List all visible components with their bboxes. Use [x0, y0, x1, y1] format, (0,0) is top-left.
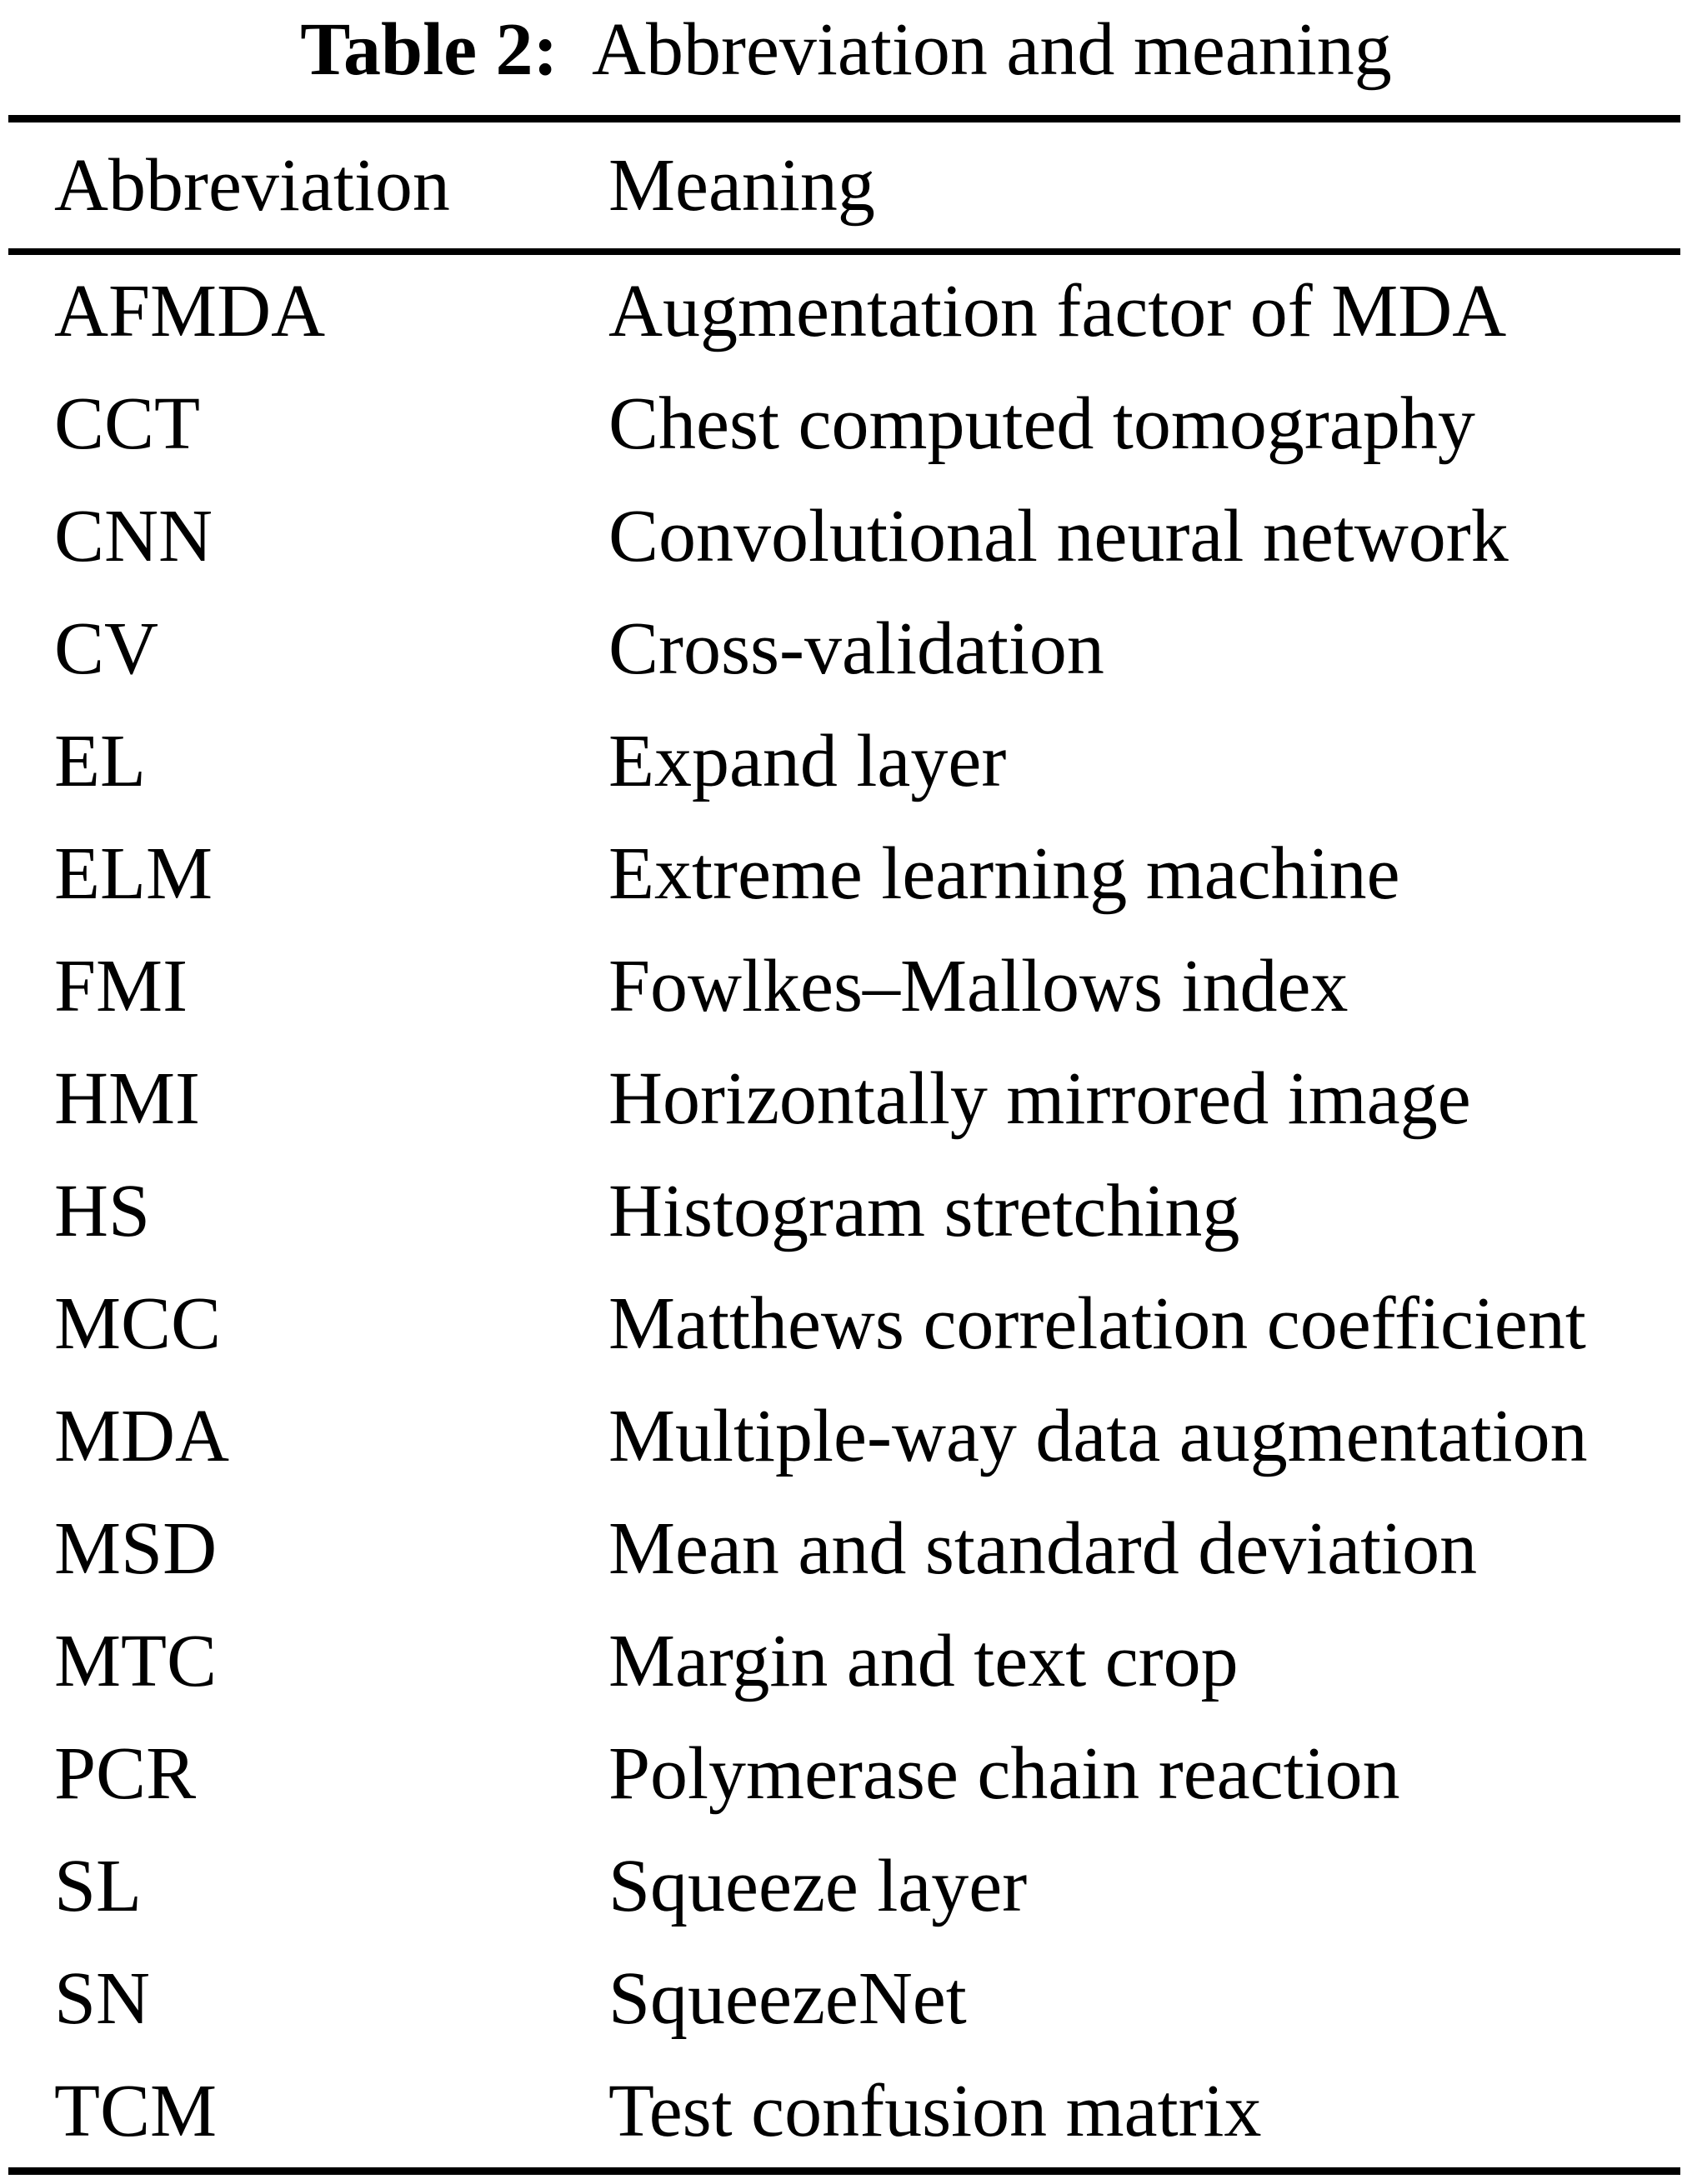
abbreviation-cell: MTC: [54, 1620, 218, 1702]
meaning-cell: Expand layer: [608, 720, 1007, 802]
table-row: ELM Extreme learning machine: [0, 817, 1692, 930]
meaning-cell: Cross-validation: [608, 607, 1104, 690]
meaning-cell: Multiple-way data augmentation: [608, 1395, 1588, 1477]
table-caption: Table 2: Abbreviation and meaning: [0, 0, 1692, 115]
table-row: CV Cross-validation: [0, 592, 1692, 705]
table-row: CCT Chest computed tomography: [0, 367, 1692, 480]
table-row: CNN Convolutional neural network: [0, 480, 1692, 592]
abbreviation-cell: MDA: [54, 1395, 230, 1477]
abbreviation-cell: TCM: [54, 2070, 218, 2152]
table-row: HS Histogram stretching: [0, 1155, 1692, 1267]
meaning-cell: Matthews correlation coefficient: [608, 1282, 1586, 1365]
table-row: AFMDA Augmentation factor of MDA: [0, 255, 1692, 367]
column-header-meaning: Meaning: [608, 144, 875, 227]
table-row: PCR Polymerase chain reaction: [0, 1717, 1692, 1830]
table-row: TCM Test confusion matrix: [0, 2055, 1692, 2167]
table-bottom-rule: [8, 2167, 1680, 2175]
table-top-rule: [8, 115, 1680, 122]
abbreviation-cell: ELM: [54, 832, 213, 915]
table-body: AFMDA Augmentation factor of MDA CCT Che…: [0, 255, 1692, 2167]
table-row: MSD Mean and standard deviation: [0, 1492, 1692, 1605]
table-header-row: Abbreviation Meaning: [0, 122, 1692, 248]
table-caption-text: Abbreviation and meaning: [592, 8, 1392, 91]
table-row: FMI Fowlkes–Mallows index: [0, 930, 1692, 1042]
table-row: EL Expand layer: [0, 705, 1692, 817]
abbreviation-cell: PCR: [54, 1732, 197, 1815]
meaning-cell: Extreme learning machine: [608, 832, 1400, 915]
abbreviation-cell: SN: [54, 1957, 151, 2040]
table-caption-label: Table 2:: [300, 8, 558, 91]
abbreviation-cell: FMI: [54, 945, 188, 1027]
table-row: MTC Margin and text crop: [0, 1605, 1692, 1717]
meaning-cell: Test confusion matrix: [608, 2070, 1262, 2152]
meaning-cell: Histogram stretching: [608, 1170, 1240, 1252]
meaning-cell: Chest computed tomography: [608, 382, 1475, 465]
table-row: SN SqueezeNet: [0, 1942, 1692, 2055]
meaning-cell: Margin and text crop: [608, 1620, 1239, 1702]
meaning-cell: Horizontally mirrored image: [608, 1057, 1471, 1140]
abbreviation-cell: CV: [54, 607, 159, 690]
table-mid-rule: [8, 248, 1680, 255]
table-row: SL Squeeze layer: [0, 1830, 1692, 1942]
table-row: HMI Horizontally mirrored image: [0, 1042, 1692, 1155]
meaning-cell: Fowlkes–Mallows index: [608, 945, 1349, 1027]
column-header-abbreviation: Abbreviation: [54, 144, 450, 227]
meaning-cell: Augmentation factor of MDA: [608, 270, 1507, 352]
abbreviation-cell: EL: [54, 720, 146, 802]
abbreviation-cell: HS: [54, 1170, 151, 1252]
table-row: MDA Multiple-way data augmentation: [0, 1380, 1692, 1492]
abbreviation-cell: HMI: [54, 1057, 200, 1140]
abbreviation-cell: CNN: [54, 495, 213, 577]
abbreviation-cell: MSD: [54, 1507, 218, 1590]
abbreviation-cell: CCT: [54, 382, 201, 465]
abbreviation-cell: MCC: [54, 1282, 222, 1365]
meaning-cell: Mean and standard deviation: [608, 1507, 1478, 1590]
meaning-cell: Squeeze layer: [608, 1845, 1028, 1927]
abbreviation-cell: AFMDA: [54, 270, 326, 352]
meaning-cell: Polymerase chain reaction: [608, 1732, 1400, 1815]
table-row: MCC Matthews correlation coefficient: [0, 1267, 1692, 1380]
abbreviation-cell: SL: [54, 1845, 143, 1927]
meaning-cell: Convolutional neural network: [608, 495, 1509, 577]
meaning-cell: SqueezeNet: [608, 1957, 967, 2040]
